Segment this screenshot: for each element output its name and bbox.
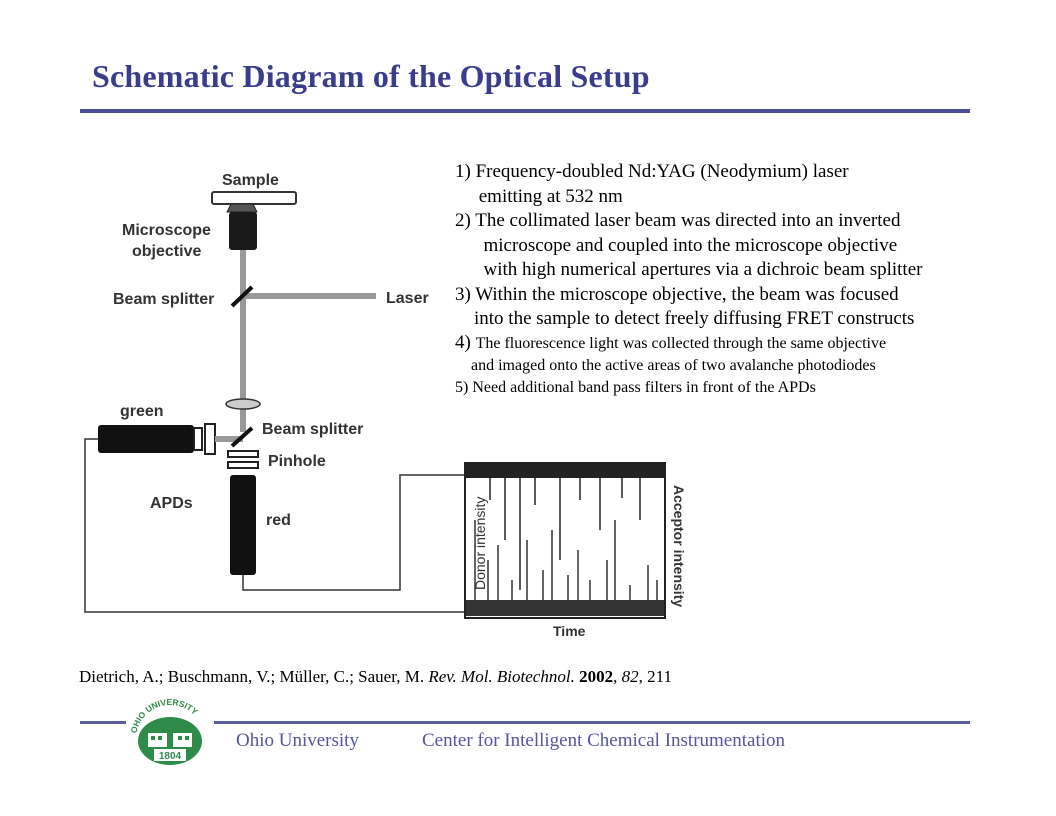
beam-splitter-bottom-label: Beam splitter xyxy=(262,421,363,438)
red-apd xyxy=(230,475,256,575)
note-line: 1) Frequency-doubled Nd:YAG (Neodymium) … xyxy=(455,161,849,182)
note-line: with high numerical apertures via a dich… xyxy=(455,259,923,280)
note-line: and imaged onto the active areas of two … xyxy=(455,356,876,374)
note-line: into the sample to detect freely diffusi… xyxy=(455,308,915,329)
intensity-trace-frame xyxy=(464,462,666,619)
red-wire xyxy=(242,474,466,591)
pinhole-top xyxy=(227,450,259,458)
beam-splitter-top xyxy=(230,285,254,308)
donor-trace-bottom xyxy=(466,600,664,616)
note-line: 5) Need additional band pass filters in … xyxy=(455,378,816,396)
lens xyxy=(225,398,261,410)
ohio-university-seal-logo: OHIO UNIVERSITY 1804 xyxy=(129,697,202,765)
citation-pages: , 211 xyxy=(638,667,672,686)
red-label: red xyxy=(266,512,291,529)
note-line: emitting at 532 nm xyxy=(455,185,623,207)
title-divider xyxy=(80,109,970,113)
acceptor-intensity-label: Acceptor intensity xyxy=(671,485,687,607)
laser-beam xyxy=(246,293,376,299)
objective-label-1: Microscope xyxy=(122,222,211,239)
note-4-text: The fluorescence light was collected thr… xyxy=(475,334,887,352)
acceptor-trace-dips xyxy=(489,478,641,590)
green-apd-filter2 xyxy=(204,423,216,455)
note-line: 2) The collimated laser beam was directe… xyxy=(455,210,901,231)
footer-divider-left xyxy=(80,721,126,724)
beam-splitter-bottom xyxy=(230,426,254,448)
pinhole-bottom xyxy=(227,461,259,469)
footer-center: Center for Intelligent Chemical Instrume… xyxy=(422,730,786,751)
note-line: 4) The fluorescence light was collected … xyxy=(455,332,1055,355)
green-apd xyxy=(98,425,194,453)
citation-year: 2002 xyxy=(579,667,614,686)
beam-splitter-top-label: Beam splitter xyxy=(113,291,214,308)
pinhole-label: Pinhole xyxy=(268,453,326,470)
time-label: Time xyxy=(553,623,586,639)
footer-divider-right xyxy=(214,721,970,724)
note-line: 3) Within the microscope objective, the … xyxy=(455,283,899,305)
laser-label: Laser xyxy=(386,290,429,307)
green-label: green xyxy=(120,403,164,420)
setup-notes: 1) Frequency-doubled Nd:YAG (Neodymium) … xyxy=(455,160,1055,399)
donor-intensity-label: Donor intensity xyxy=(472,497,488,590)
green-wire xyxy=(84,438,466,613)
sample-stage xyxy=(211,191,297,205)
objective-body xyxy=(229,212,257,250)
citation: Dietrich, A.; Buschmann, V.; Müller, C.;… xyxy=(79,667,672,686)
green-apd-filter1 xyxy=(193,427,203,451)
footer-university: Ohio University xyxy=(236,730,359,751)
logo-year: 1804 xyxy=(159,751,182,762)
objective-label-2: objective xyxy=(132,243,201,260)
acceptor-trace-top xyxy=(466,464,664,478)
note-4-number: 4) xyxy=(455,331,476,353)
note-line: microscope and coupled into the microsco… xyxy=(455,234,898,256)
citation-journal: Rev. Mol. Biotechnol. xyxy=(428,667,575,686)
sample-label: Sample xyxy=(222,172,279,189)
donor-trace-spikes xyxy=(474,520,658,600)
beam-path-vertical xyxy=(240,250,246,432)
objective-top xyxy=(226,203,258,213)
citation-authors: Dietrich, A.; Buschmann, V.; Müller, C.;… xyxy=(79,667,429,686)
page-title: Schematic Diagram of the Optical Setup xyxy=(92,58,650,94)
citation-volume: 82 xyxy=(621,667,639,686)
green-beam xyxy=(215,436,243,442)
apds-label: APDs xyxy=(150,495,193,512)
